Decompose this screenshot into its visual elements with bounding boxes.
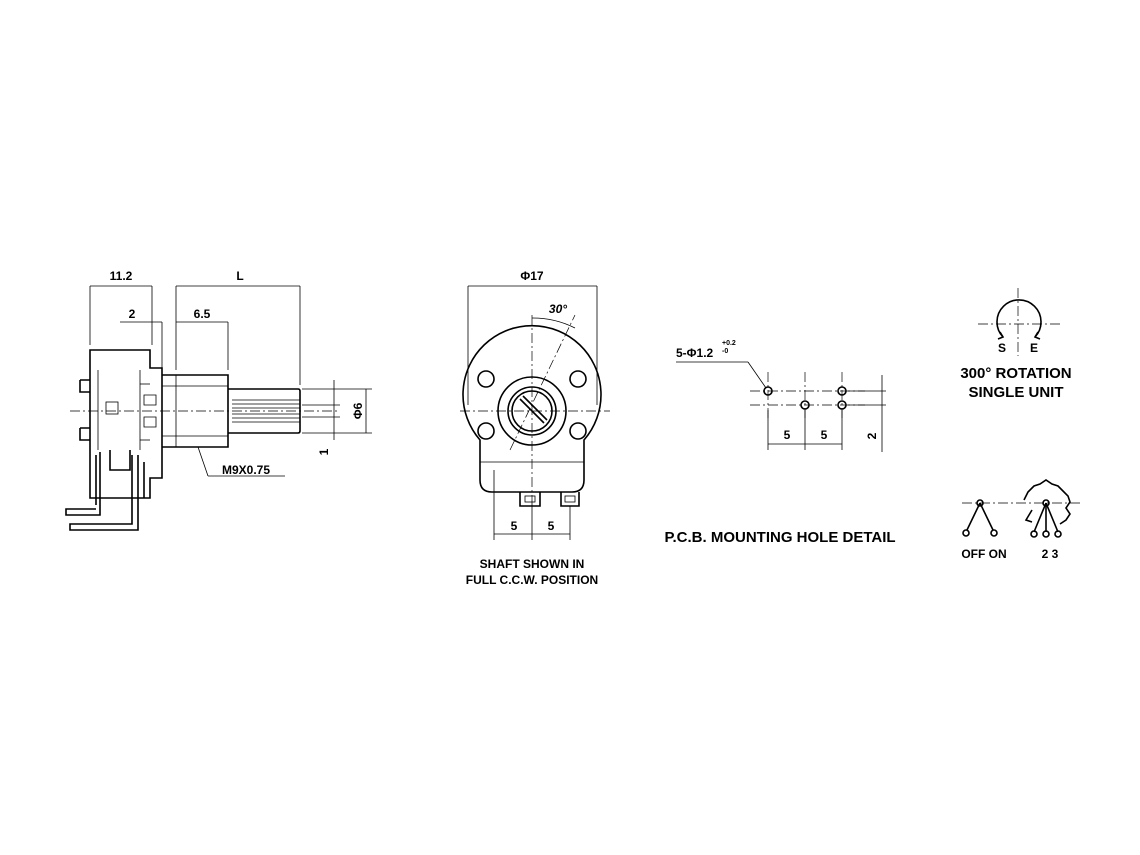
dim-bushing-step: 2 <box>129 307 136 321</box>
schematic-symbols: OFF ON 2 3 <box>961 479 1080 561</box>
rotation-diagram: S E 300° ROTATION SINGLE UNIT <box>960 288 1072 401</box>
front-caption-line2: FULL C.C.W. POSITION <box>466 573 598 587</box>
dim-bushing-length: 6.5 <box>194 307 211 321</box>
dim-pin-spacing-left: 5 <box>511 519 518 533</box>
front-view: Φ17 30° 5 5 SHAFT SHOWN IN FULL C.C.W. P… <box>460 269 610 587</box>
dim-hole-offset-vertical: 2 <box>865 432 879 439</box>
terminal-label: 2 3 <box>1042 547 1059 561</box>
dim-hole-spacing-left: 5 <box>784 428 791 442</box>
side-view: 11.2 2 6.5 L Φ6 1 M9X0.75 <box>65 269 372 531</box>
dim-slot-width: 1 <box>317 448 331 455</box>
pcb-detail-title: P.C.B. MOUNTING HOLE DETAIL <box>664 529 895 546</box>
hole-tolerance-minus: -0 <box>722 348 728 355</box>
dim-shaft-diameter: Φ6 <box>351 402 365 419</box>
hole-spec-label: 5-Φ1.2 <box>676 346 714 360</box>
thread-label: M9X0.75 <box>222 463 270 477</box>
pcb-mounting-detail: 5-Φ1.2 +0.2 -0 5 5 2 P.C.B. MOUNTING HOL… <box>664 340 895 546</box>
dim-body-length: 11.2 <box>110 269 133 283</box>
dim-rotation-angle: 30° <box>549 302 567 316</box>
switch-label: OFF ON <box>961 547 1006 561</box>
front-caption-line1: SHAFT SHOWN IN <box>480 557 585 571</box>
rotation-line1: 300° ROTATION <box>960 365 1071 382</box>
rotation-start-label: S <box>998 341 1006 355</box>
dim-shaft-length: L <box>236 269 243 283</box>
rotation-end-label: E <box>1030 341 1038 355</box>
rotation-line2: SINGLE UNIT <box>968 384 1063 401</box>
dim-body-diameter: Φ17 <box>520 269 544 283</box>
dim-pin-spacing-right: 5 <box>548 519 555 533</box>
hole-tolerance-plus: +0.2 <box>722 340 736 347</box>
dim-hole-spacing-right: 5 <box>821 428 828 442</box>
